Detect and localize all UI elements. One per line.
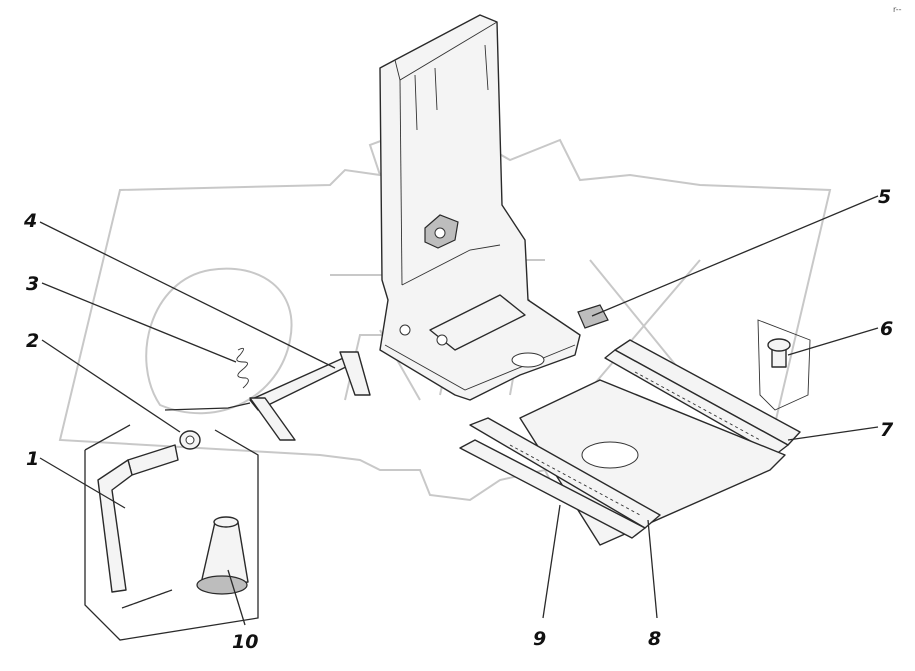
leader-lines bbox=[39, 195, 879, 626]
callout-labels: 1 2 3 4 5 6 7 8 9 10 r-- bbox=[23, 5, 902, 653]
callout-7: 7 bbox=[880, 419, 894, 441]
assembly-lines bbox=[84, 402, 259, 641]
part-1-handle bbox=[97, 444, 179, 593]
callout-9: 9 bbox=[533, 628, 546, 650]
part-5-rack bbox=[577, 304, 609, 329]
callout-6: 6 bbox=[880, 318, 893, 340]
part-8-9-slide bbox=[459, 379, 786, 546]
corner-mark: r-- bbox=[893, 5, 902, 14]
part-4-lever bbox=[249, 351, 371, 441]
part-6-bolt bbox=[757, 319, 811, 411]
part-2-washer bbox=[179, 430, 201, 450]
part-7-rail bbox=[604, 339, 801, 456]
callout-4: 4 bbox=[23, 210, 37, 232]
callout-8: 8 bbox=[648, 628, 661, 650]
callout-3: 3 bbox=[26, 273, 39, 295]
callout-10: 10 bbox=[232, 631, 258, 653]
callout-5: 5 bbox=[878, 186, 891, 208]
part-3-spring bbox=[236, 347, 249, 389]
part-10-knob bbox=[196, 516, 249, 595]
callout-2: 2 bbox=[26, 330, 39, 352]
seat-frame bbox=[379, 14, 581, 401]
callout-1: 1 bbox=[26, 448, 39, 470]
